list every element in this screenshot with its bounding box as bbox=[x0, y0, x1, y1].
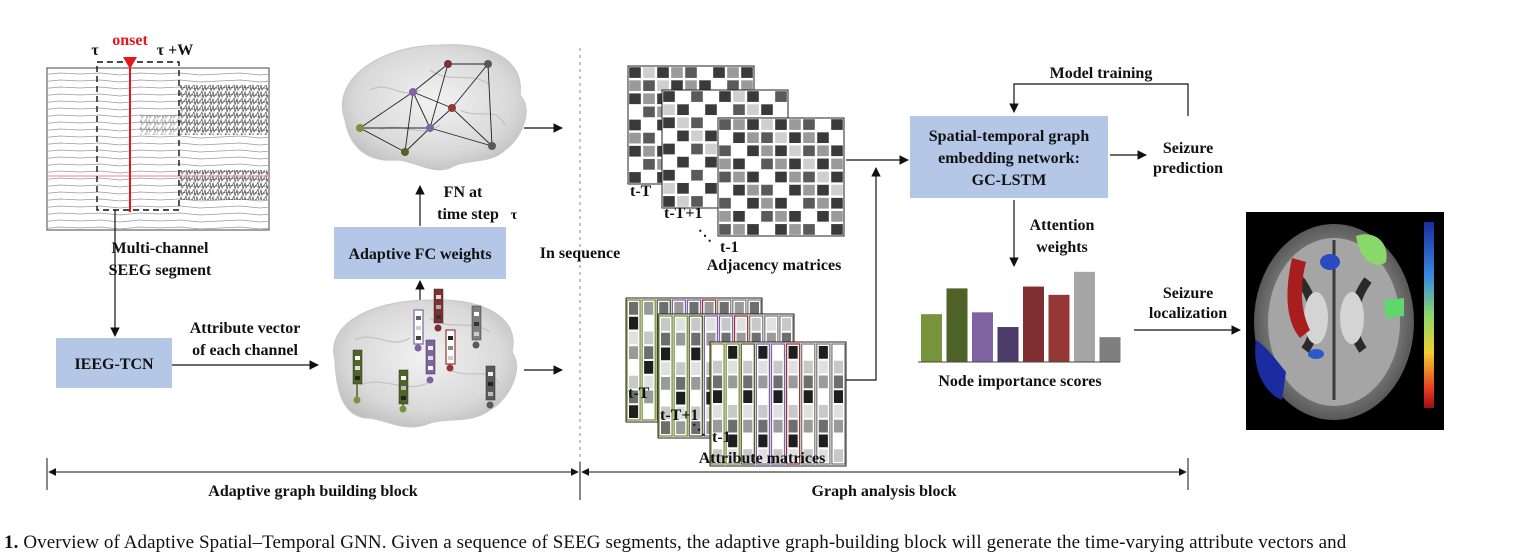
electrode-gray-1 bbox=[471, 305, 482, 349]
adj-t-1-label: t-1 bbox=[720, 239, 739, 256]
caption-text: Overview of Adaptive Spatial–Temporal GN… bbox=[23, 532, 1347, 553]
attribute-matrix-t-1 bbox=[709, 341, 847, 467]
electrode-purple-2 bbox=[425, 339, 436, 384]
tau-label: τ bbox=[91, 42, 99, 59]
figure-caption: 1. Overview of Adaptive Spatial–Temporal… bbox=[4, 532, 1530, 554]
ieeg-tcn-box bbox=[56, 338, 172, 388]
adjacency-matrices-label: Adjacency matrices bbox=[707, 257, 842, 274]
attribute-matrices-label: Attribute matrices bbox=[699, 450, 826, 467]
brain-electrodes bbox=[333, 288, 518, 428]
adj-t-T-label: t-T bbox=[630, 183, 652, 200]
electrode-green-2 bbox=[398, 369, 409, 413]
att-dots: ⋱ bbox=[692, 423, 706, 438]
mri-localization-image bbox=[1246, 212, 1444, 430]
attention-label-line2: weights bbox=[1036, 239, 1088, 256]
ieeg-tcn-label: IEEG-TCN bbox=[74, 356, 154, 373]
gcn-label-line1: Spatial-temporal graph bbox=[929, 128, 1090, 145]
time-step-label: time step bbox=[437, 206, 499, 223]
attribute-vector-label-line1: Attribute vector bbox=[190, 320, 301, 337]
importance-bar-6 bbox=[1048, 294, 1070, 362]
seeg-signal-panel bbox=[46, 57, 270, 231]
arrow-att-to-gcn bbox=[846, 167, 881, 381]
att-t-1-label: t-1 bbox=[712, 429, 731, 446]
electrode-green-1 bbox=[352, 349, 363, 404]
gcn-label-line2: embedding network: bbox=[938, 150, 1080, 167]
fn-at-label: FN at bbox=[444, 184, 483, 201]
seizure-localization-line2: localization bbox=[1149, 305, 1227, 322]
importance-bar-2 bbox=[946, 288, 968, 362]
onset-label: onset bbox=[112, 32, 148, 49]
tau-plus-w-label: τ +W bbox=[157, 42, 194, 59]
importance-bar-3 bbox=[972, 312, 993, 362]
seizure-prediction-line2: prediction bbox=[1153, 160, 1223, 177]
electrode-purple-1 bbox=[413, 309, 424, 352]
adaptive-fc-weights-label: Adaptive FC weights bbox=[348, 246, 491, 263]
multi-channel-label-line1: Multi-channel bbox=[112, 240, 209, 257]
importance-bar-4 bbox=[997, 327, 1019, 362]
onset-marker bbox=[123, 57, 137, 69]
time-window-box bbox=[96, 61, 180, 211]
in-sequence-label: In sequence bbox=[540, 245, 620, 262]
adjacency-matrix-t-1 bbox=[717, 117, 845, 237]
electrode-darkred-1 bbox=[433, 288, 444, 332]
time-step-tau: τ bbox=[511, 208, 518, 223]
attribute-vector-label-line2: of each channel bbox=[192, 342, 298, 359]
seizure-localization-line1: Seizure bbox=[1163, 285, 1213, 302]
model-training-loop bbox=[1009, 83, 1189, 116]
adj-t-T1-label: t-T+1 bbox=[664, 205, 702, 222]
gcn-label-line3: GC-LSTM bbox=[972, 172, 1047, 189]
att-t-T-label: t-T bbox=[628, 385, 650, 402]
importance-bar-7 bbox=[1074, 271, 1095, 362]
seizure-prediction-line1: Seizure bbox=[1163, 140, 1213, 157]
node-importance-label: Node importance scores bbox=[938, 373, 1101, 390]
importance-bar-8 bbox=[1099, 337, 1121, 362]
importance-bar-1 bbox=[921, 314, 942, 362]
adaptive-fc-weights-box bbox=[334, 227, 506, 279]
multi-channel-label-line2: SEEG segment bbox=[109, 262, 212, 279]
model-training-label: Model training bbox=[1050, 65, 1153, 82]
brain-functional-network bbox=[341, 44, 527, 171]
importance-bar-5 bbox=[1023, 286, 1044, 362]
electrode-red-2 bbox=[445, 329, 456, 372]
adjacency-matrices bbox=[627, 65, 845, 237]
adj-dots: ⋱ bbox=[698, 229, 712, 244]
attention-label-line1: Attention bbox=[1030, 217, 1095, 234]
attribute-matrices bbox=[625, 297, 847, 467]
node-importance-chart bbox=[918, 271, 1121, 363]
block-left-label: Adaptive graph building block bbox=[208, 483, 418, 500]
gc-lstm-box bbox=[910, 116, 1108, 198]
electrode-gray-2 bbox=[485, 365, 496, 409]
att-t-T1-label: t-T+1 bbox=[660, 407, 698, 424]
caption-number: 1. bbox=[4, 532, 19, 553]
block-right-label: Graph analysis block bbox=[812, 483, 957, 500]
